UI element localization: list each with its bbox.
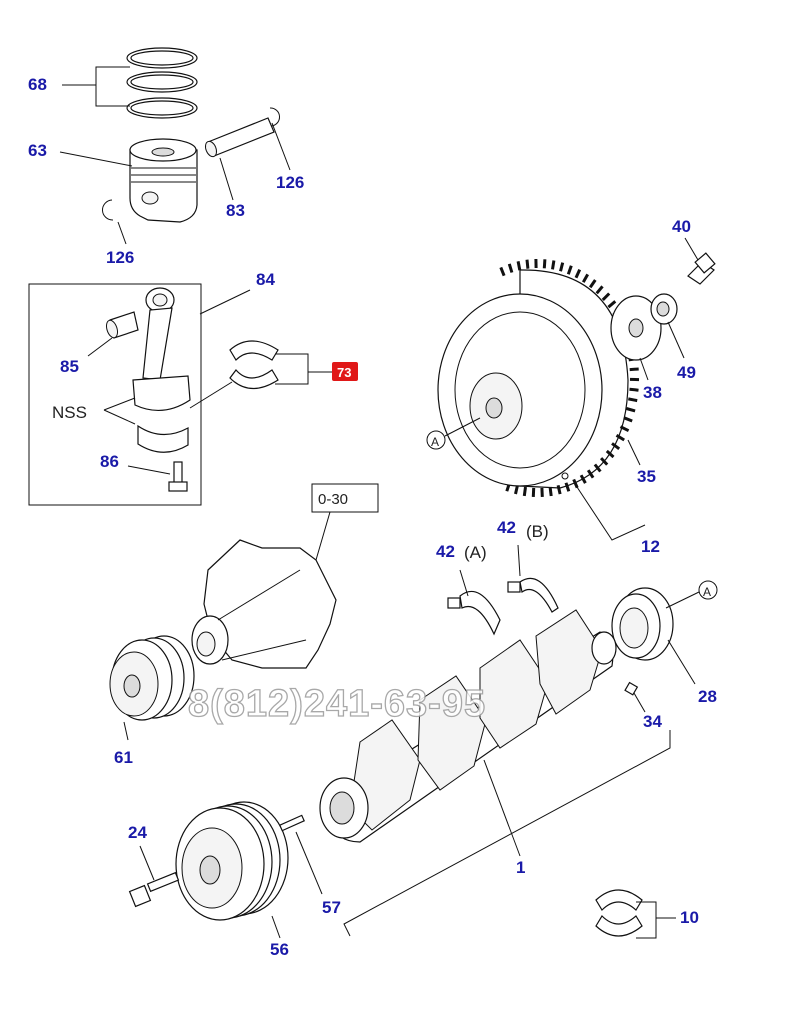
- part-56[interactable]: 56: [270, 940, 289, 959]
- rod-bearing[interactable]: [229, 340, 279, 390]
- part-57[interactable]: 57: [322, 898, 341, 917]
- gear-tooth: [522, 486, 527, 497]
- crank-gear[interactable]: [611, 587, 674, 661]
- part-35[interactable]: 35: [637, 467, 656, 486]
- gear-tooth: [628, 397, 638, 403]
- piston-rings[interactable]: [126, 47, 198, 119]
- fan-pulley[interactable]: [109, 635, 195, 721]
- gear-tooth: [600, 457, 609, 466]
- part-86[interactable]: 86: [100, 452, 119, 471]
- part-10[interactable]: 10: [680, 908, 699, 927]
- gear-tooth: [542, 259, 547, 269]
- reference-box[interactable]: [311, 483, 379, 513]
- part-84[interactable]: 84: [256, 270, 275, 289]
- gear-tooth: [556, 484, 562, 495]
- part-40[interactable]: 40: [672, 217, 691, 236]
- gear-tooth: [615, 434, 625, 442]
- gear-tooth: [588, 279, 597, 289]
- crankshaft[interactable]: [319, 609, 617, 843]
- main-bearing[interactable]: [595, 889, 643, 937]
- pulley-bolt[interactable]: [128, 871, 180, 908]
- part-42-a[interactable]: 42: [436, 542, 455, 561]
- part-42-b[interactable]: 42: [497, 518, 516, 537]
- gear-tooth: [605, 449, 615, 459]
- snap-ring-upper[interactable]: [269, 107, 280, 127]
- part-83[interactable]: 83: [226, 201, 245, 220]
- gear-tooth: [593, 463, 602, 473]
- gear-tooth: [499, 266, 506, 277]
- gear-tooth: [626, 407, 636, 413]
- pilot-bearing[interactable]: [650, 293, 678, 325]
- gear-tooth: [619, 425, 630, 433]
- piston-pin[interactable]: [203, 117, 275, 158]
- part-38[interactable]: 38: [643, 383, 662, 402]
- flywheel-bolt[interactable]: [687, 252, 716, 285]
- gear-tooth: [574, 268, 582, 279]
- snap-ring-lower[interactable]: [102, 199, 114, 221]
- pump-housing[interactable]: [191, 539, 337, 669]
- gear-tooth: [595, 285, 604, 295]
- flywheel[interactable]: [437, 258, 640, 497]
- gear-tooth: [525, 259, 530, 269]
- gear-tooth: [548, 486, 553, 497]
- phone-watermark: 8(812)241-63-95: [188, 683, 486, 725]
- dowel-pin[interactable]: [279, 814, 305, 832]
- part-73[interactable]: 73: [337, 365, 351, 380]
- gear-tooth: [601, 292, 611, 301]
- gear-tooth: [581, 273, 590, 283]
- gear-tooth: [507, 263, 514, 273]
- part-34[interactable]: 34: [643, 712, 662, 731]
- gear-tooth: [516, 261, 522, 271]
- part-126-lower[interactable]: 126: [106, 248, 134, 267]
- gear-tooth: [514, 484, 519, 495]
- spacer-plate[interactable]: [610, 295, 662, 361]
- gear-tooth: [629, 367, 639, 372]
- part-126-upper[interactable]: 126: [276, 173, 304, 192]
- gear-tooth: [623, 416, 633, 423]
- callout-a-gear: A: [703, 585, 711, 599]
- reference-0-30[interactable]: 0-30: [318, 491, 348, 508]
- part-28[interactable]: 28: [698, 687, 717, 706]
- part-63[interactable]: 63: [28, 141, 47, 160]
- part-61[interactable]: 61: [114, 748, 133, 767]
- part-68[interactable]: 68: [28, 75, 47, 94]
- part-24[interactable]: 24: [128, 823, 147, 842]
- part-49[interactable]: 49: [677, 363, 696, 382]
- gear-tooth: [551, 260, 556, 270]
- crank-pulley[interactable]: [175, 801, 289, 921]
- thrust-washer-b[interactable]: [507, 577, 559, 613]
- gear-tooth: [579, 474, 587, 484]
- variant-b-label: (B): [526, 522, 549, 541]
- gear-key[interactable]: [624, 681, 639, 696]
- part-1[interactable]: 1: [516, 858, 525, 877]
- part-73-highlight[interactable]: [332, 362, 358, 381]
- connecting-rod[interactable]: [132, 287, 191, 453]
- nss-label: NSS: [52, 403, 87, 422]
- gear-tooth: [566, 265, 573, 275]
- connecting-rod-box: [28, 283, 202, 506]
- part-85[interactable]: 85: [60, 357, 79, 376]
- gear-tooth: [611, 442, 621, 450]
- gear-tooth: [607, 300, 617, 309]
- callout-a-flywheel: A: [431, 435, 439, 449]
- gear-tooth: [559, 262, 565, 272]
- small-end-bushing[interactable]: [104, 311, 139, 339]
- gear-tooth: [629, 387, 639, 392]
- rod-bolt[interactable]: [168, 461, 188, 492]
- gear-tooth: [586, 469, 595, 479]
- thrust-washer-a[interactable]: [447, 590, 501, 636]
- part-12[interactable]: 12: [641, 537, 660, 556]
- gear-tooth: [564, 482, 571, 492]
- variant-a-label: (A): [464, 543, 487, 562]
- piston[interactable]: [129, 138, 198, 223]
